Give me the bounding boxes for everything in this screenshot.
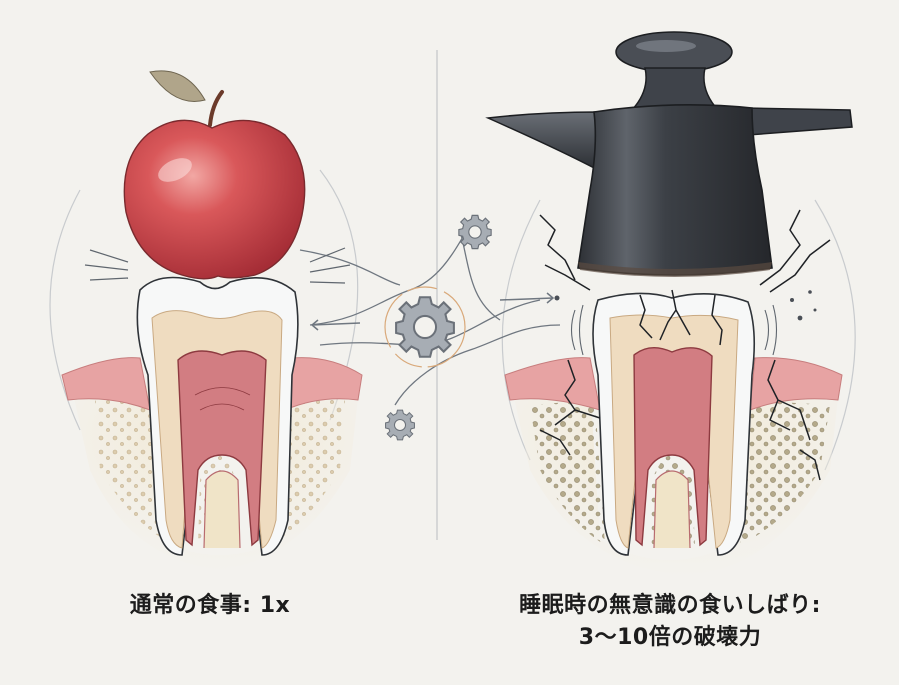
left-tooth-diagram [61, 276, 363, 570]
caption-normal-eating: 通常の食事: 1x [60, 590, 360, 622]
caption-right-line1: 睡眠時の無意識の食いしばり: [519, 593, 821, 618]
crack-lines [539, 209, 831, 481]
debris-fragments [554, 290, 817, 321]
right-tooth-diagram [504, 292, 843, 575]
vibration-lines [570, 304, 778, 356]
impact-lines-left [84, 247, 351, 284]
arrow-left [310, 319, 361, 331]
apple-icon [123, 70, 306, 280]
caption-clenching: 睡眠時の無意識の食いしばり: 3〜10倍の破壊力 [470, 590, 870, 654]
right-frame-arc [501, 199, 541, 461]
caption-right-line2: 3〜10倍の破壊力 [578, 625, 762, 650]
arrow-right [499, 292, 555, 304]
caption-left-text: 通常の食事: 1x [129, 593, 291, 618]
anvil-icon [485, 31, 853, 277]
gear-icon-small-bottom [385, 409, 415, 441]
accent-ring [384, 286, 466, 368]
gear-icon-large [395, 296, 455, 358]
left-frame-arc [49, 189, 81, 431]
gear-icon-small-top [458, 214, 492, 250]
